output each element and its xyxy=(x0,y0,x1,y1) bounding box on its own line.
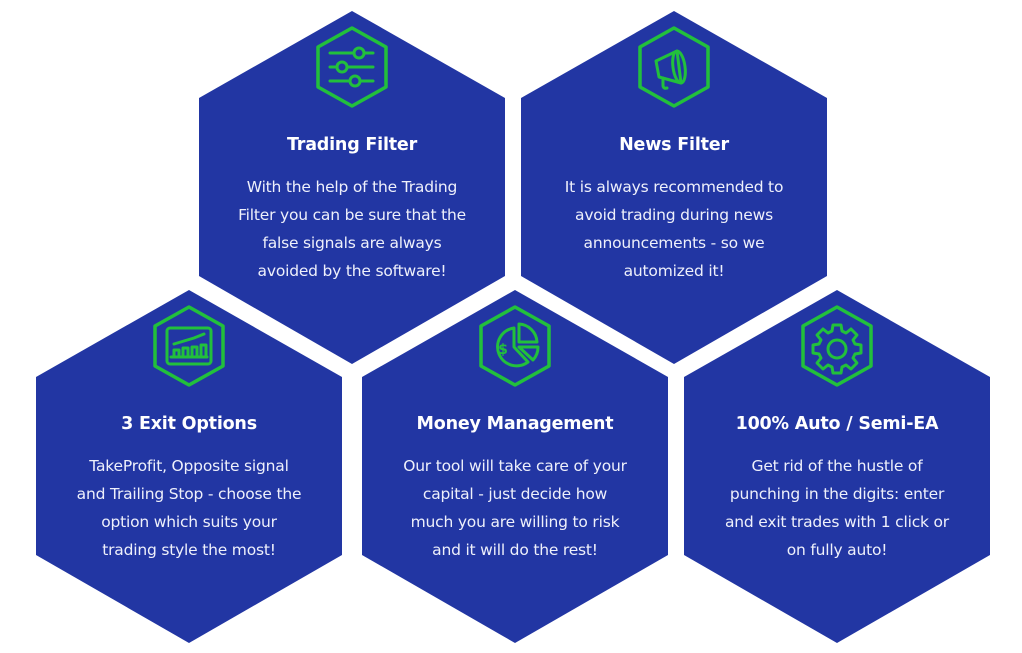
feature-description: Our tool will take care of your capital … xyxy=(370,452,660,564)
description-line: avoided by the software! xyxy=(257,262,447,280)
description-line: avoid trading during news xyxy=(575,206,773,224)
feature-description: It is always recommended to avoid tradin… xyxy=(529,173,819,285)
hexagon-background xyxy=(36,290,342,643)
feature-card-money-management: $ Money Management Our tool will take ca… xyxy=(362,290,668,643)
feature-description: With the help of the Trading Filter you … xyxy=(207,173,497,285)
dollar-pie-chart-icon: $ xyxy=(479,305,551,387)
description-line: capital - just decide how xyxy=(422,485,608,503)
feature-card-news-filter: News Filter It is always recommended to … xyxy=(521,11,827,364)
description-line: and exit trades with 1 click or xyxy=(725,513,949,531)
description-line: and it will do the rest! xyxy=(432,541,598,559)
sliders-icon xyxy=(316,26,388,108)
description-line: Filter you can be sure that the xyxy=(238,206,466,224)
description-line: false signals are always xyxy=(262,234,442,252)
hexagon-background xyxy=(521,11,827,364)
feature-card-exit-options: 3 Exit Options TakeProfit, Opposite sign… xyxy=(36,290,342,643)
svg-text:$: $ xyxy=(498,342,508,358)
description-line: option which suits your xyxy=(101,513,277,531)
description-line: and Trailing Stop - choose the xyxy=(76,485,302,503)
megaphone-icon xyxy=(638,26,710,108)
hexagon-background xyxy=(199,11,505,364)
chart-monitor-icon xyxy=(153,305,225,387)
description-line: trading style the most! xyxy=(102,541,276,559)
description-line: much you are willing to risk xyxy=(410,513,620,531)
description-line: It is always recommended to xyxy=(564,178,784,196)
description-line: punching in the digits: enter xyxy=(729,485,945,503)
description-line: Get rid of the hustle of xyxy=(751,457,923,475)
description-line: With the help of the Trading xyxy=(246,178,458,196)
feature-title: 100% Auto / Semi-EA xyxy=(735,414,939,434)
feature-card-auto-semi-ea: 100% Auto / Semi-EA Get rid of the hustl… xyxy=(684,290,990,643)
hexagon-background xyxy=(684,290,990,643)
description-line: announcements - so we xyxy=(583,234,765,252)
description-line: on fully auto! xyxy=(786,541,888,559)
description-line: TakeProfit, Opposite signal xyxy=(89,457,289,475)
gear-icon xyxy=(801,305,873,387)
feature-title: Money Management xyxy=(416,414,614,434)
feature-description: TakeProfit, Opposite signal and Trailing… xyxy=(44,452,334,564)
feature-title: Trading Filter xyxy=(286,135,418,155)
feature-card-trading-filter: Trading Filter With the help of the Trad… xyxy=(199,11,505,364)
description-line: automized it! xyxy=(623,262,725,280)
description-line: Our tool will take care of your xyxy=(403,457,627,475)
hexagon-background xyxy=(362,290,668,643)
feature-title: 3 Exit Options xyxy=(121,414,257,434)
feature-title: News Filter xyxy=(619,135,729,155)
feature-description: Get rid of the hustle of punching in the… xyxy=(692,452,982,564)
